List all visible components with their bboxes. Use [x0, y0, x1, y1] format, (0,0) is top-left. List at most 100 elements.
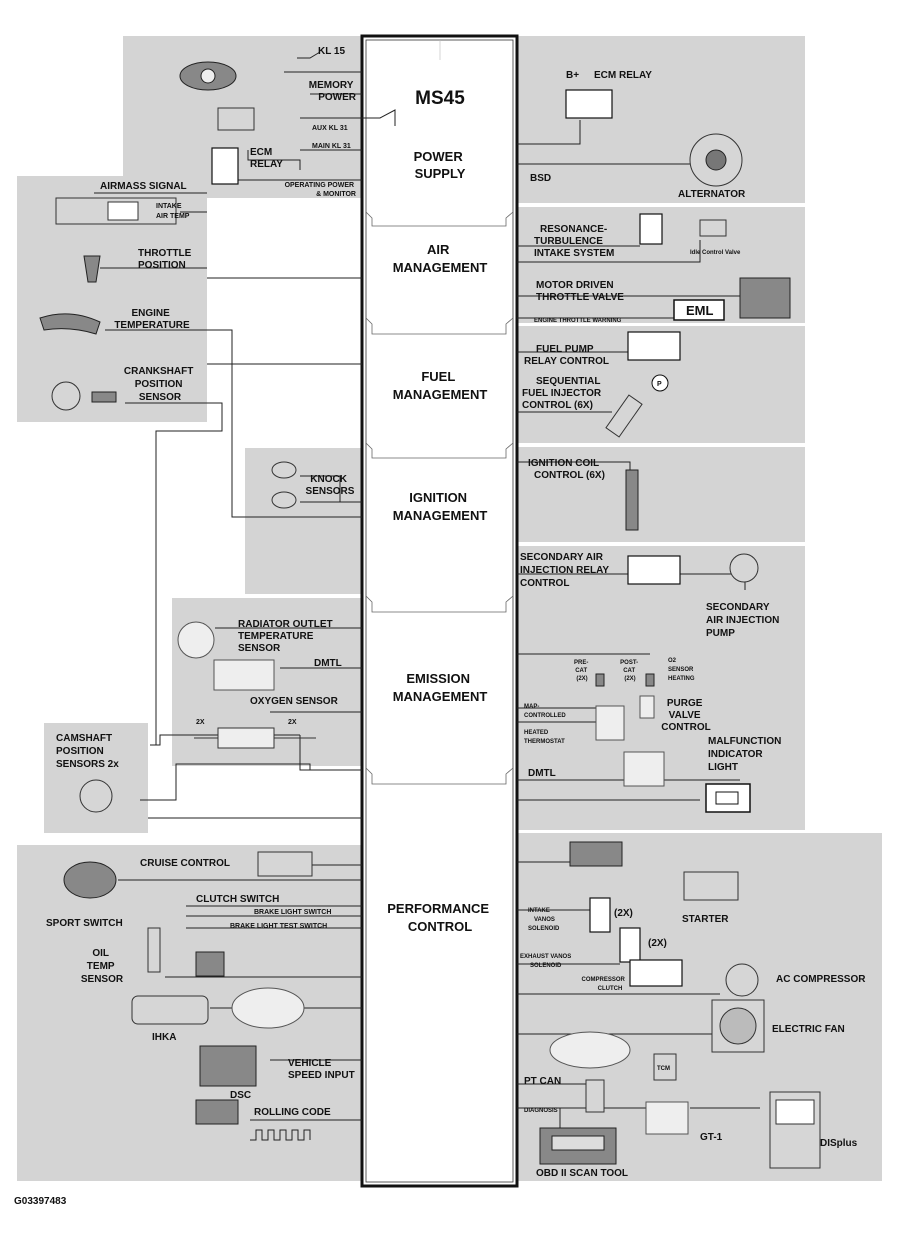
label-camshaft-sensors: CAMSHAFT POSITION SENSORS 2x [56, 733, 119, 770]
label-knock-sensors: KNOCK SENSORS [306, 474, 355, 497]
knock-sensor-icon-2 [271, 491, 297, 509]
label-motor-throttle: MOTOR DRIVEN THROTTLE VALVE [536, 280, 624, 303]
label-alternator: ALTERNATOR [678, 189, 746, 200]
label-secondary-relay: SECONDARY AIR INJECTION RELAY CONTROL [520, 552, 612, 589]
ecm-section-ignition: IGNITION MANAGEMENT [393, 490, 488, 523]
label-resonance: RESONANCE- TURBULENCE INTAKE SYSTEM [534, 224, 614, 259]
gt1-icon [645, 1101, 689, 1135]
crankshaft-sensor-icon [51, 381, 81, 411]
label-idle-valve: Idle Control Valve [690, 250, 741, 256]
fuel-injector-icon [605, 394, 643, 438]
label-pre-cat: PRE- CAT (2X) [574, 660, 590, 682]
label-purge-valve: PURGE VALVE CONTROL [661, 698, 710, 733]
label-oxygen-sensor: OXYGEN SENSOR [250, 696, 339, 707]
starter-module-icon [569, 841, 623, 867]
fuel-pump-relay-icon [627, 331, 681, 361]
pre-cat-sensor-icon [595, 673, 605, 687]
label-ihka: IHKA [152, 1032, 176, 1043]
label-vehicle-speed: VEHICLE SPEED INPUT [288, 1058, 355, 1081]
label-obd: OBD II SCAN TOOL [536, 1168, 628, 1179]
tcm-icon [653, 1053, 677, 1081]
label-clutch-switch: CLUTCH SWITCH [196, 894, 279, 905]
ignition-coil-icon [625, 469, 639, 531]
dmtl-right-icon [623, 751, 665, 787]
label-fuel-pump: FUEL PUMP RELAY CONTROL [524, 344, 609, 367]
dmtl-left-icon [213, 659, 275, 691]
diagram-code: G03397483 [14, 1196, 67, 1207]
label-starter: STARTER [682, 914, 729, 925]
label-vanos-count-b: (2X) [648, 938, 667, 949]
purge-valve-icon [639, 695, 655, 719]
compressor-clutch-relay-icon [629, 959, 683, 987]
label-secondary-pump: SECONDARY AIR INJECTION PUMP [706, 602, 782, 639]
label-engine-temperature: ENGINE TEMPERATURE [114, 308, 190, 331]
label-dsc: DSC [230, 1090, 251, 1101]
intake-vanos-icon [589, 897, 611, 933]
eml-box [673, 299, 725, 321]
label-intake-air-temp: INTAKE AIR TEMP [156, 203, 190, 220]
rolling-code-icon [195, 1099, 239, 1125]
label-ignition-coil: IGNITION COIL CONTROL (6X) [528, 458, 605, 481]
label-gt1: GT-1 [700, 1132, 723, 1143]
label-pump-symbol: P [657, 381, 662, 388]
label-throttle-position: THROTTLE POSITION [138, 248, 194, 271]
label-oxygen-count-b: 2X [288, 719, 297, 726]
label-bsd: BSD [530, 173, 551, 184]
throttle-body-icon [739, 277, 791, 319]
panel-power-right [517, 36, 805, 203]
rolling-code-wave [250, 1129, 311, 1141]
cruise-control-icon [257, 851, 313, 877]
ecm-relay-left-icon [211, 147, 239, 185]
knock-sensor-icon-1 [271, 461, 297, 479]
label-tcm: TCM [657, 1066, 670, 1072]
label-aux-kl31: AUX KL 31 [312, 125, 348, 132]
fuel-pump-icon [651, 374, 669, 392]
label-dmtl-right: DMTL [528, 768, 556, 779]
instrument-cluster-icon [231, 987, 305, 1029]
label-dmtl-left: DMTL [314, 658, 342, 669]
sport-switch-icon [63, 861, 117, 899]
label-o2-heating: O2 SENSOR HEATING [668, 658, 695, 682]
label-rolling-code: ROLLING CODE [254, 1107, 331, 1118]
battery-icon [217, 107, 255, 131]
thermostat-icon [595, 705, 625, 741]
secondary-air-pump-icon [729, 553, 759, 583]
mil-light-icon [705, 783, 751, 813]
ecm-section-performance: PERFORMANCE CONTROL [387, 901, 492, 934]
label-intake-vanos: INTAKE VANOS SOLENOID [528, 908, 560, 932]
catalytic-converter-icon [217, 727, 275, 749]
label-ecm-relay-right: ECM RELAY [594, 70, 652, 81]
label-displus: DISplus [820, 1138, 858, 1149]
label-kl15: KL 15 [318, 46, 345, 57]
label-airmass-signal: AIRMASS SIGNAL [100, 181, 187, 192]
label-electric-fan: ELECTRIC FAN [772, 1024, 845, 1035]
starter-motor-icon [683, 871, 739, 901]
label-mil: MALFUNCTION INDICATOR LIGHT [708, 736, 784, 773]
label-operating-power: OPERATING POWER & MONITOR [285, 182, 356, 198]
label-oil-temp-sensor: OIL TEMP SENSOR [81, 948, 124, 985]
label-radiator-sensor: RADIATOR OUTLET TEMPERATURE SENSOR [238, 619, 335, 654]
post-cat-sensor-icon [645, 673, 655, 687]
radiator-sensor-icon [177, 621, 215, 659]
label-compressor-clutch: COMPRESSOR CLUTCH [581, 977, 626, 992]
exhaust-vanos-icon [619, 927, 641, 963]
right-components [539, 89, 821, 1169]
ihka-panel-icon [131, 995, 209, 1025]
label-post-cat: POST- CAT (2X) [620, 660, 640, 682]
label-b-plus: B+ [566, 70, 579, 81]
label-map-thermostat: MAP- CONTROLLED HEATED THERMOSTAT [524, 704, 567, 745]
ac-compressor-icon [725, 963, 759, 997]
ecm-relay-right-icon [565, 89, 613, 119]
diagnosis-module-icon [585, 1079, 605, 1113]
ecm-section-power: POWER SUPPLY [414, 149, 467, 181]
ecm-outline [360, 34, 519, 1188]
label-eml: EML [686, 303, 714, 318]
label-ac-compressor: AC COMPRESSOR [776, 974, 866, 985]
label-exhaust-vanos: EXHAUST VANOS SOLENOID [520, 954, 573, 969]
panel-camshaft-left [44, 723, 148, 833]
label-memory-power: MEMORY POWER [309, 80, 357, 103]
left-components [39, 61, 316, 1141]
engine-temp-sensor-icon [39, 313, 101, 335]
ecm-section-air: AIR MANAGEMENT [393, 242, 488, 275]
